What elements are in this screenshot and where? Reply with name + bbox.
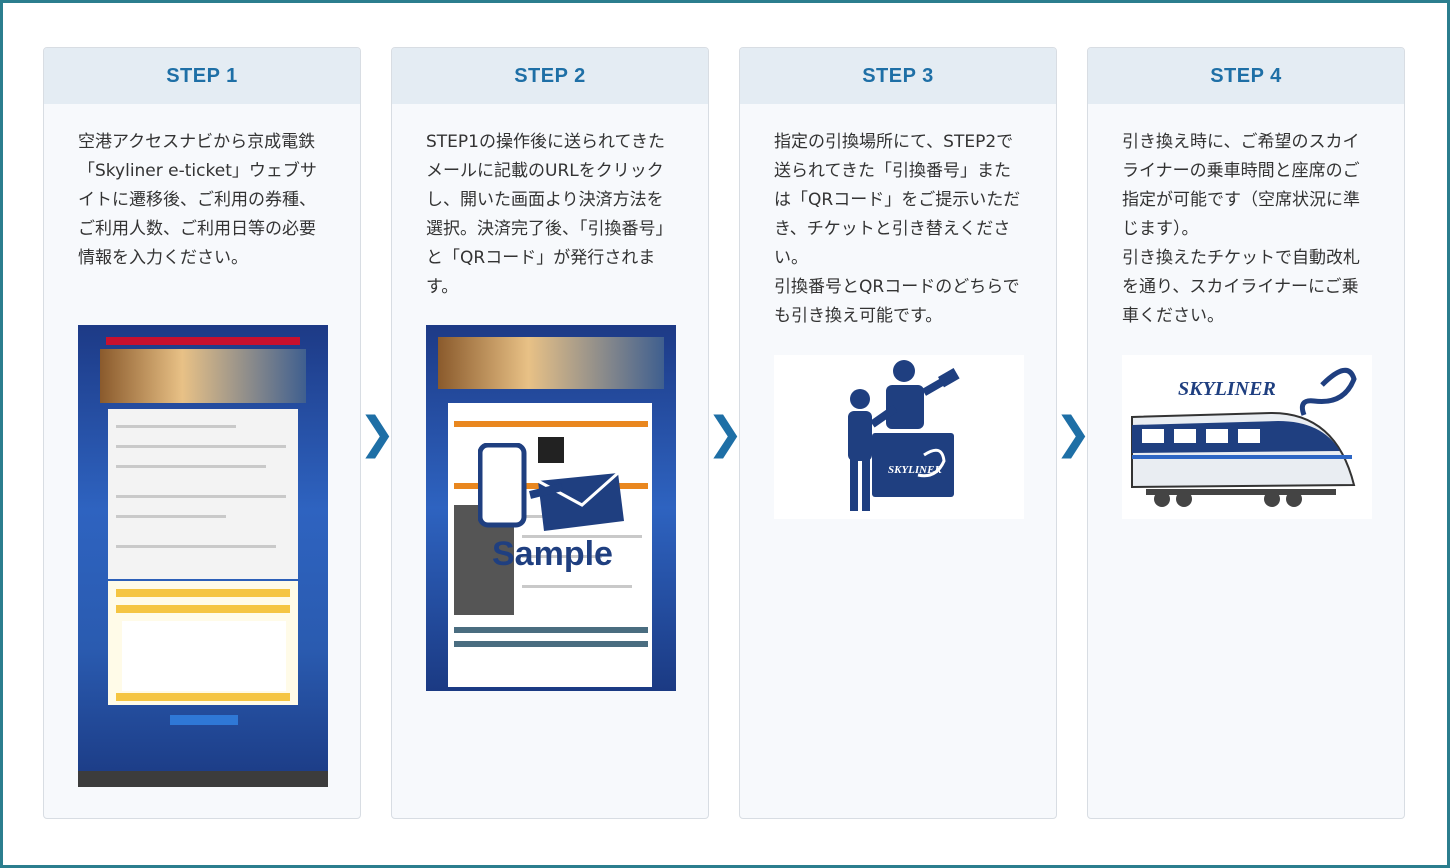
counter-logo: SKYLINER <box>888 464 942 476</box>
step-2-text: STEP1の操作後に送られてきたメールに記載のURLをクリックし、開いた画面より… <box>426 132 673 297</box>
sample-watermark: Sample <box>492 535 613 573</box>
step-3-text: 指定の引換場所にて、STEP2で送られてきた「引換番号」または「QRコード」をご… <box>774 132 1021 326</box>
step-1-title: STEP 1 <box>44 48 360 104</box>
step-1-booking-screenshot <box>78 325 328 787</box>
step-1-text: 空港アクセスナビから京成電鉄「Skyliner e-ticket」ウェブサイトに… <box>78 132 317 268</box>
step-card-4: STEP 4 引き換え時に、ご希望のスカイライナーの乗車時間と座席のご指定が可能… <box>1087 47 1405 819</box>
chevron-right-icon: ❯ <box>1054 407 1092 459</box>
skyliner-train-image: SKYLINER <box>1122 355 1372 519</box>
chevron-right-icon: ❯ <box>358 407 396 459</box>
step-4-text: 引き換え時に、ご希望のスカイライナーの乗車時間と座席のご指定が可能です（空席状況… <box>1122 132 1360 326</box>
counter-exchange-icon: SKYLINER <box>774 355 1024 519</box>
step-2-title: STEP 2 <box>392 48 708 104</box>
step-4-title: STEP 4 <box>1088 48 1404 104</box>
skyliner-logo: SKYLINER <box>1178 378 1276 400</box>
step-card-3: STEP 3 指定の引換場所にて、STEP2で送られてきた「引換番号」または「Q… <box>739 47 1057 819</box>
step-2-email-screenshot: Sample <box>426 325 676 691</box>
step-card-1: STEP 1 空港アクセスナビから京成電鉄「Skyliner e-ticket」… <box>43 47 361 819</box>
chevron-right-icon: ❯ <box>706 407 744 459</box>
phone-mail-icon <box>478 443 624 531</box>
step-card-2: STEP 2 STEP1の操作後に送られてきたメールに記載のURLをクリックし、… <box>391 47 709 819</box>
step-3-title: STEP 3 <box>740 48 1056 104</box>
